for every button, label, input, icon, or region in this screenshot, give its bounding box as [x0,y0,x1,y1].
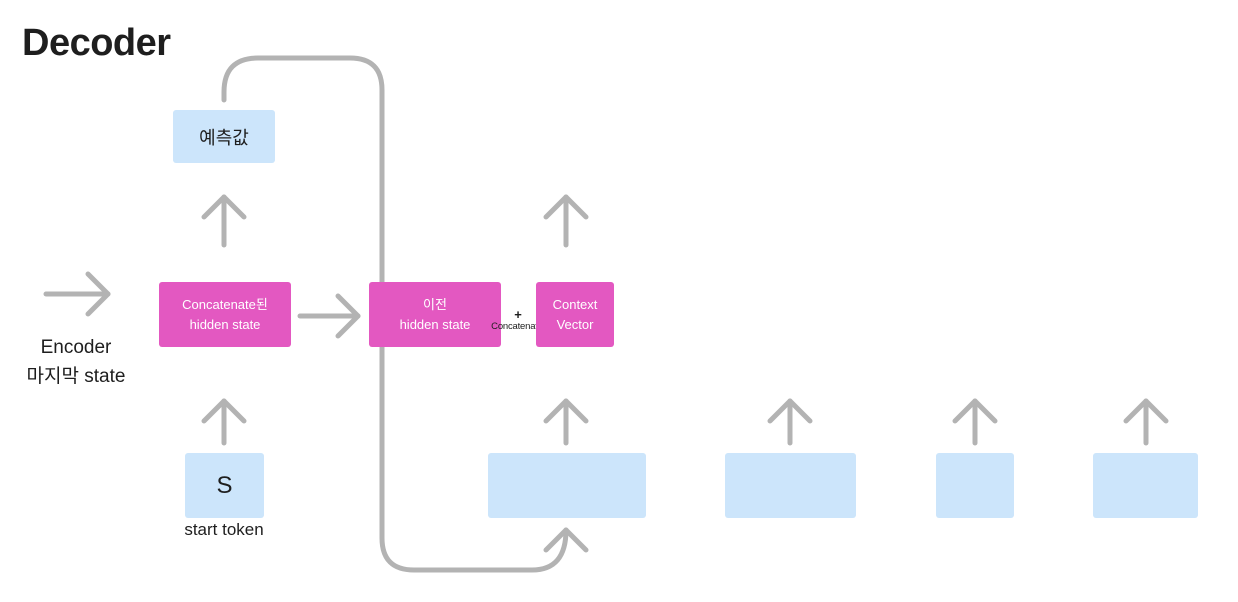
up-arrow-step4-input [952,398,998,446]
concatenate-label: Concatenate [491,321,543,332]
previous-hidden-state-box: 이전 hidden state [369,282,501,347]
page-title: Decoder [22,22,171,64]
hidden-to-prev-arrowhead [335,293,361,339]
encoder-last-state-label: Encoder 마지막 state [26,337,126,387]
output-token-box-3 [936,453,1014,518]
start-token-label: start token [184,520,264,539]
up-arrow-hidden-to-prediction [201,194,247,248]
output-token-box-2 [725,453,856,518]
up-arrow-start-to-hidden [201,398,247,446]
up-arrow-step2-input [543,398,589,446]
output-token-box-4 [1093,453,1198,518]
context-vector-box: Context Vector [536,282,614,347]
concatenate-plus-sign: + [514,307,522,322]
output-token-box-1 [488,453,646,518]
encoder-input-arrowhead [85,271,111,317]
up-arrow-step2-output [543,194,589,248]
up-arrow-step5-input [1123,398,1169,446]
start-token-box: S [185,453,264,518]
concatenated-hidden-state-box: Concatenate된 hidden state [159,282,291,347]
up-arrow-step3-input [767,398,813,446]
feedback-loop-arrowhead [543,527,589,553]
prediction-box: 예측값 [173,110,275,163]
